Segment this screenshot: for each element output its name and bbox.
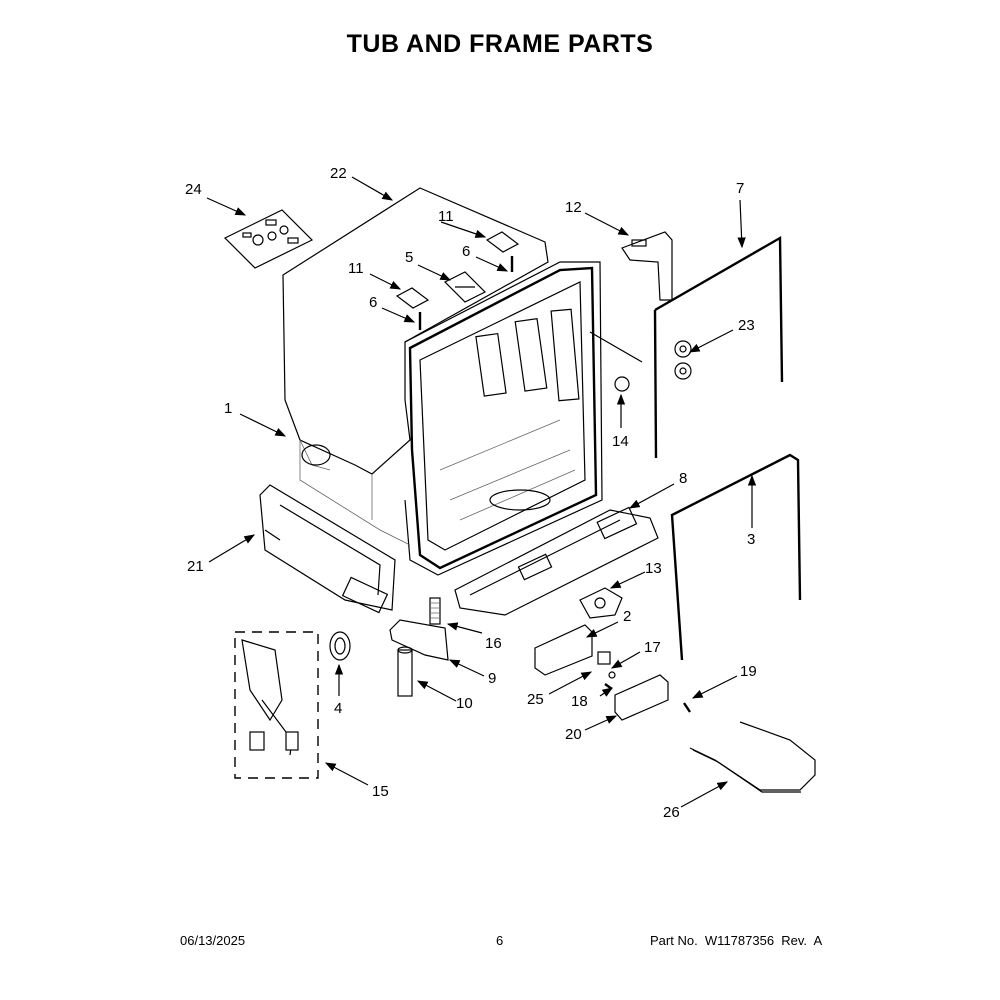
part-7-gasket (653, 235, 784, 459)
part-11-bracket-lower (395, 287, 430, 309)
callout-23: 23 (738, 317, 755, 334)
callout-6-lower: 6 (369, 294, 377, 311)
part-9-bracket (389, 619, 449, 661)
footer-date: 06/13/2025 (180, 933, 246, 948)
part-3-tub-gasket (670, 453, 802, 661)
callout-17: 17 (644, 639, 661, 656)
part-1-tub (299, 261, 603, 576)
page-title: TUB AND FRAME PARTS (346, 30, 654, 58)
callout-18: 18 (571, 693, 588, 710)
part-2-bracket (534, 624, 593, 676)
part-8-base-frame (454, 506, 659, 616)
part-10-tube (397, 646, 413, 697)
callout-11-upper: 11 (438, 208, 454, 225)
callout-6-upper: 6 (462, 243, 470, 260)
callout-arrows (206, 176, 757, 808)
callout-4: 4 (334, 700, 342, 717)
callout-15: 15 (372, 783, 389, 800)
part-14-plug (589, 331, 643, 392)
part-25-clip (597, 651, 611, 665)
part-19-screw (683, 702, 691, 713)
callout-8: 8 (679, 470, 687, 487)
callout-10: 10 (456, 695, 473, 712)
callout-25: 25 (527, 691, 544, 708)
part-24-hardware-kit (223, 209, 314, 269)
callout-13: 13 (645, 560, 662, 577)
part-23-hinge (674, 340, 692, 380)
part-13-valve (579, 587, 623, 619)
part-22-insulation-blanket (282, 187, 549, 475)
callout-11-lower: 11 (348, 260, 364, 277)
callout-7: 7 (736, 180, 744, 197)
footer-page-number: 6 (496, 933, 504, 948)
callout-1: 1 (224, 400, 232, 417)
callout-12: 12 (565, 199, 582, 216)
part-26-wire-harness (689, 721, 816, 793)
footer-part-number: Part No. W11787356 Rev. A (650, 933, 823, 948)
callout-22: 22 (330, 165, 347, 182)
part-15-wiring-group (234, 631, 319, 779)
callout-9: 9 (488, 670, 496, 687)
part-4-wheel (329, 631, 351, 661)
part-5-bracket (443, 271, 487, 303)
callout-21: 21 (187, 558, 204, 575)
callout-20: 20 (565, 726, 582, 743)
callout-26: 26 (663, 804, 680, 821)
callout-5: 5 (405, 249, 413, 266)
callout-16: 16 (485, 635, 502, 652)
callout-24: 24 (185, 181, 202, 198)
callout-14: 14 (612, 433, 629, 450)
part-11-bracket-upper (485, 231, 520, 253)
part-20-module (614, 674, 669, 721)
callout-19: 19 (740, 663, 757, 680)
callout-2: 2 (623, 608, 631, 625)
part-16-spring (429, 597, 441, 625)
part-17-screw (608, 671, 616, 679)
part-21-front-frame (259, 484, 396, 614)
part-12-side-bracket (621, 231, 673, 301)
callout-3: 3 (747, 531, 755, 548)
